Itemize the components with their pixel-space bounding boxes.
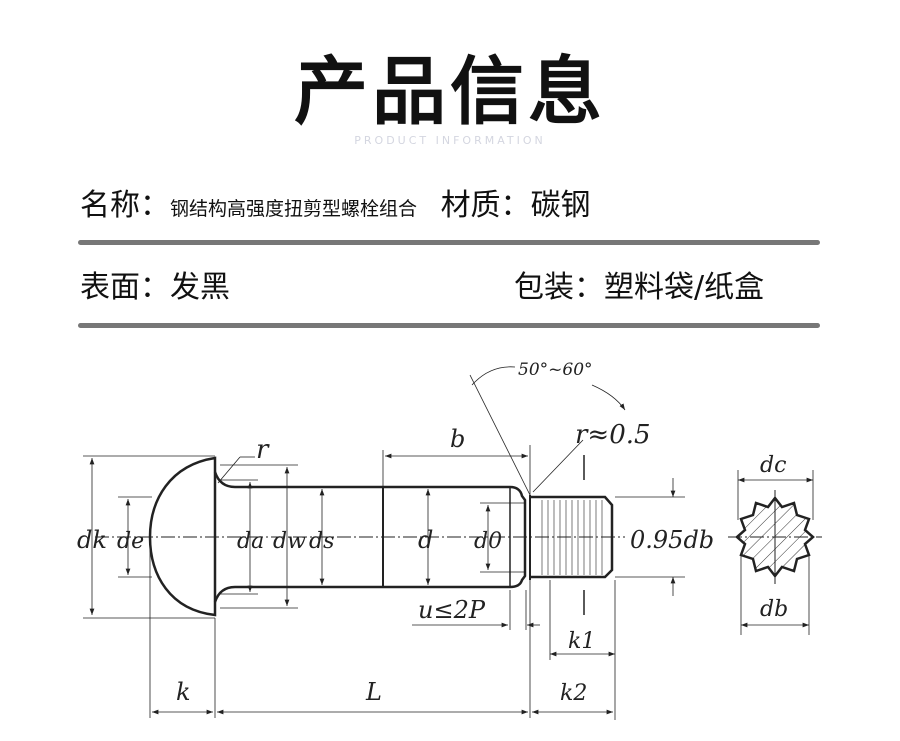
label-db: db: [760, 597, 788, 622]
bolt-drawing: 50°~60° r b r≈0.5 dk de da dw ds d d0 0.…: [77, 360, 822, 720]
bolt-head: [148, 456, 217, 617]
divider: [78, 323, 820, 328]
label-k2: k2: [560, 681, 587, 706]
label-d: d: [418, 526, 433, 554]
material-label: 材质：: [440, 188, 531, 223]
label-r-neck: r≈0.5: [575, 420, 651, 450]
label-L: L: [365, 678, 382, 706]
packing-value: 塑料袋/纸盒: [604, 270, 765, 305]
label-de: de: [117, 529, 144, 554]
label-dc: dc: [760, 453, 786, 478]
spline-cross-section: [728, 470, 822, 635]
surface-value: 发黑: [170, 270, 230, 305]
name-value: 钢结构高强度扭剪型螺栓组合: [170, 198, 418, 220]
spline-tip: [530, 495, 614, 579]
label-d0: d0: [474, 529, 502, 554]
label-r-head: r: [256, 435, 270, 465]
label-da: da: [237, 529, 264, 554]
label-k1: k1: [568, 629, 595, 654]
material-value: 碳钢: [530, 188, 591, 223]
label-k: k: [176, 678, 191, 706]
label-tip-diameter: 0.95db: [630, 526, 714, 554]
label-angle: 50°~60°: [518, 360, 593, 380]
info-row-name-material: 名称：钢结构高强度扭剪型螺栓组合 材质：碳钢: [80, 186, 820, 229]
label-b: b: [450, 425, 465, 453]
packing-label: 包装：: [514, 270, 604, 305]
label-u: u≤2P: [418, 596, 486, 624]
label-dk: dk: [77, 526, 107, 554]
info-row-surface-packing: 表面：发黑 包装：塑料袋/纸盒: [80, 268, 820, 308]
page-subtitle: PRODUCT INFORMATION: [354, 134, 546, 147]
label-ds: ds: [309, 529, 334, 554]
name-label: 名称：: [80, 188, 170, 223]
page-title: 产品信息: [294, 49, 606, 135]
bolt-shank: [213, 471, 527, 603]
surface-label: 表面：: [80, 270, 170, 305]
packing-field: 包装：塑料袋/纸盒: [514, 268, 764, 308]
label-dw: dw: [273, 529, 306, 554]
divider: [78, 240, 820, 245]
